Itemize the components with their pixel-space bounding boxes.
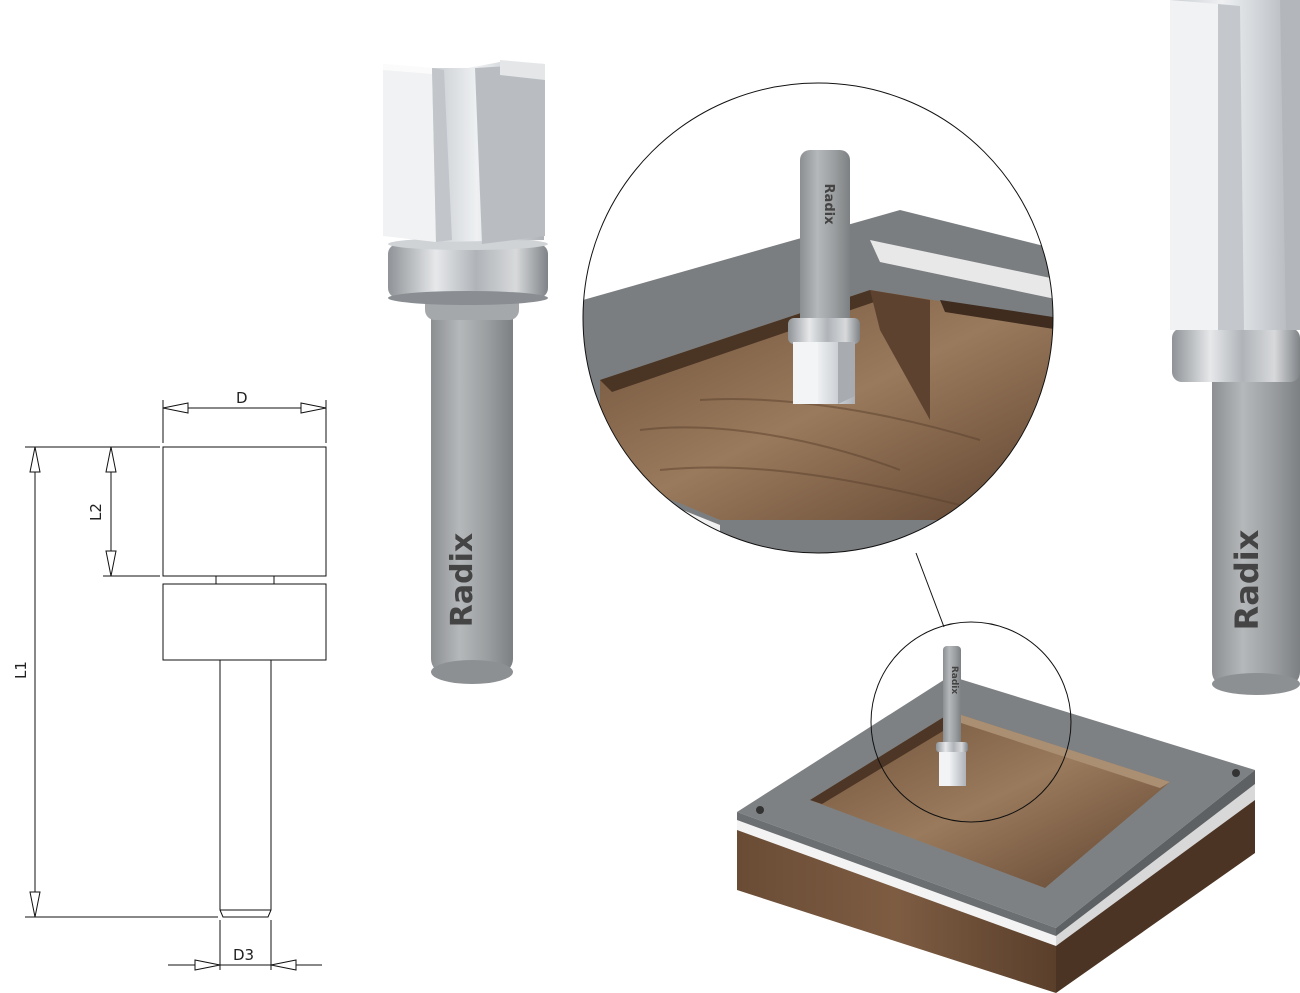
- label-d3: D3: [233, 946, 254, 964]
- label-d: D: [236, 389, 248, 407]
- neck-outline: [215, 575, 275, 585]
- brand-logo-right: Radix: [1228, 529, 1266, 630]
- template-scene: [737, 646, 1255, 993]
- brand-logo-main: Radix: [445, 533, 480, 627]
- label-l1: L1: [12, 661, 30, 679]
- router-bit-render-right: [1170, 0, 1300, 695]
- brand-logo-small: Radix: [949, 666, 959, 695]
- label-l2: L2: [87, 503, 105, 521]
- screw-hole: [756, 806, 764, 814]
- zoom-circle-border: [582, 82, 1054, 554]
- cutter-render: [383, 64, 436, 242]
- brand-logo-zoom: Radix: [821, 184, 836, 226]
- shank-outline: [219, 660, 272, 918]
- technical-drawing: [25, 400, 327, 971]
- bearing-render: [388, 244, 548, 298]
- screw-hole: [1232, 769, 1240, 777]
- zoom-detail: [583, 83, 1053, 553]
- detail-marker-circle: [870, 621, 1072, 823]
- detail-connector: [915, 552, 945, 628]
- cutter-outline: [162, 446, 327, 577]
- router-bit-render: [383, 60, 548, 684]
- bearing-outline: [162, 583, 327, 661]
